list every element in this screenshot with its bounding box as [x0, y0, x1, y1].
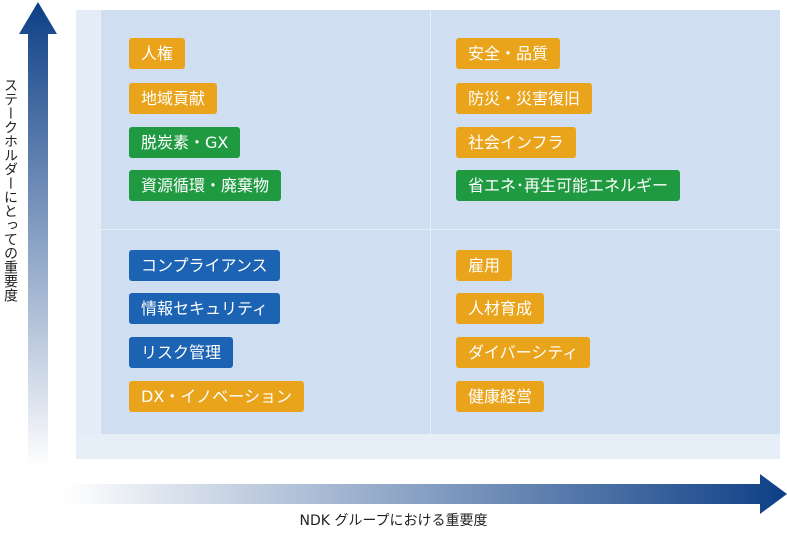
tag-talent-development: 人材育成 [456, 293, 545, 324]
grid-line-center [430, 10, 431, 458]
tag-dx-innovation: DX・イノベーション [129, 381, 304, 412]
tag-information-security: 情報セキュリティ [129, 293, 281, 324]
tag-decarbonization-gx: 脱炭素・GX [129, 127, 241, 158]
grid-line-middle [76, 229, 780, 230]
tag-community-contribution: 地域貢献 [129, 83, 218, 114]
x-axis-label: NDK グループにおける重要度 [299, 513, 488, 529]
tag-diversity: ダイバーシティ [456, 337, 591, 368]
tag-risk-management: リスク管理 [129, 337, 234, 368]
matrix-bottom-strip [76, 434, 780, 458]
y-axis-label: ステークホルダーにとっての重要度 [2, 78, 18, 302]
tag-employment: 雇用 [456, 250, 513, 281]
tag-resource-circulation: 資源循環・廃棄物 [129, 170, 282, 201]
matrix-left-strip [76, 10, 100, 434]
grid-line-inner [100, 10, 101, 458]
grid-line-base [76, 458, 780, 459]
grid-line-left [76, 10, 77, 458]
tag-energy-saving-renewable: 省エネ･再生可能エネルギー [456, 170, 681, 201]
tag-safety-quality: 安全・品質 [456, 38, 561, 69]
tag-disaster-prevention: 防災・災害復旧 [456, 83, 593, 114]
y-axis-arrow [19, 2, 57, 468]
tag-human-rights: 人権 [129, 38, 186, 69]
tag-compliance: コンプライアンス [129, 250, 280, 281]
grid-line-bottom [76, 434, 780, 435]
tag-health-management: 健康経営 [456, 381, 545, 412]
x-axis-arrow [64, 474, 787, 514]
tag-social-infrastructure: 社会インフラ [456, 127, 576, 158]
matrix-background [100, 10, 780, 434]
